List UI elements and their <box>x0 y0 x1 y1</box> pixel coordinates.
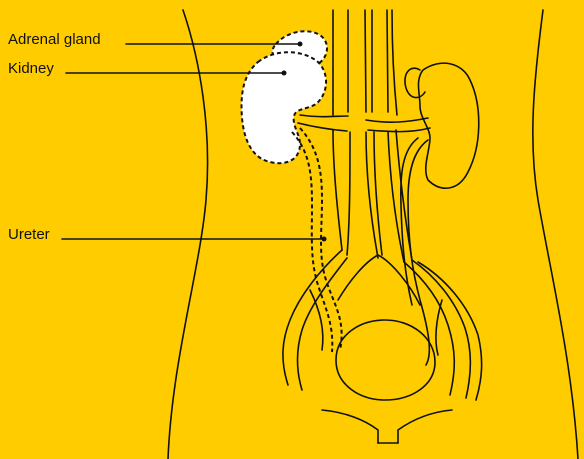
vessel-line <box>365 10 366 112</box>
adrenal-gland-label: Adrenal gland <box>8 31 101 48</box>
kidney-pointer-dot <box>282 71 287 76</box>
adrenal-gland-pointer-dot <box>298 42 303 47</box>
ureter-label: Ureter <box>8 226 50 243</box>
kidney-label: Kidney <box>8 60 54 77</box>
vessel-line <box>387 10 388 112</box>
ureter-pointer-dot <box>322 237 327 242</box>
